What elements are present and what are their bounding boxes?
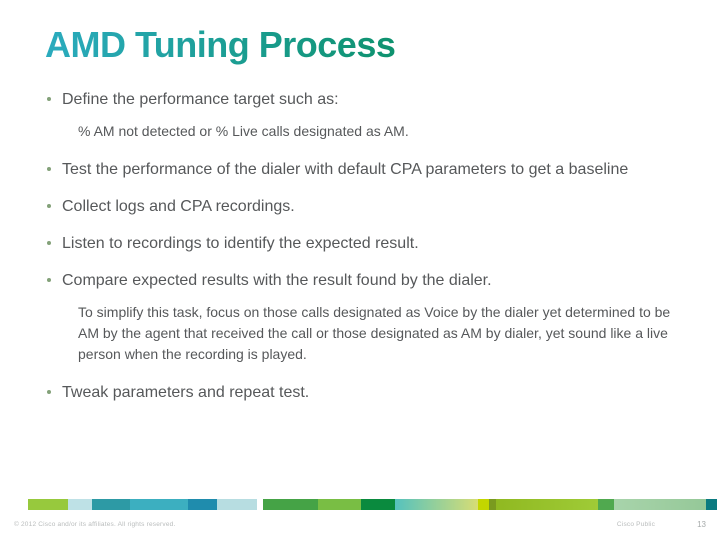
sub-item: % AM not detected or % Live calls design… [45,121,682,142]
item-text: Collect logs and CPA recordings. [62,198,295,215]
color-bar-segment [478,499,489,510]
slide-title: AMD Tuning Process [45,24,396,65]
color-bar-segment [92,499,130,510]
color-bar-segment [614,499,706,510]
bullet-item: Collect logs and CPA recordings. [45,195,682,218]
color-bar-segment [28,499,68,510]
item-text: % AM not detected or % Live calls design… [78,123,409,139]
bullet-dot-icon [47,390,51,394]
copyright-text: © 2012 Cisco and/or its affiliates. All … [14,520,176,528]
page-number: 13 [697,519,706,529]
bullet-dot-icon [47,278,51,282]
bullet-item: Compare expected results with the result… [45,269,682,292]
bullet-dot-icon [47,241,51,245]
color-bar-segment [263,499,318,510]
color-bar-segment [361,499,395,510]
color-bar-segment [395,499,478,510]
bullet-item: Listen to recordings to identify the exp… [45,232,682,255]
color-bar-segment [188,499,217,510]
color-bar-segment [257,499,263,510]
color-bar-segment [706,499,717,510]
bullet-dot-icon [47,167,51,171]
color-bar-segment [68,499,92,510]
color-bar-segment [130,499,188,510]
color-bar-segment [489,499,496,510]
color-bar-segment [318,499,361,510]
item-text: Define the performance target such as: [62,91,339,108]
item-text: Listen to recordings to identify the exp… [62,235,419,252]
footer-color-bar [0,499,720,510]
sub-item: To simplify this task, focus on those ca… [45,302,682,365]
bullet-item: Test the performance of the dialer with … [45,158,682,181]
slide-footer: © 2012 Cisco and/or its affiliates. All … [0,516,720,532]
item-text: Compare expected results with the result… [62,272,492,289]
bullet-item: Define the performance target such as: [45,88,682,111]
classification-text: Cisco Public [616,520,656,528]
bullet-dot-icon [47,204,51,208]
bullet-item: Tweak parameters and repeat test. [45,381,682,404]
color-bar-segment [217,499,257,510]
bullet-list: Define the performance target such as: % … [45,88,682,418]
bullet-dot-icon [47,97,51,101]
color-bar-segment [496,499,598,510]
color-bar-segment [598,499,614,510]
item-text: To simplify this task, focus on those ca… [78,304,671,362]
item-text: Tweak parameters and repeat test. [62,384,310,401]
item-text: Test the performance of the dialer with … [62,161,629,178]
